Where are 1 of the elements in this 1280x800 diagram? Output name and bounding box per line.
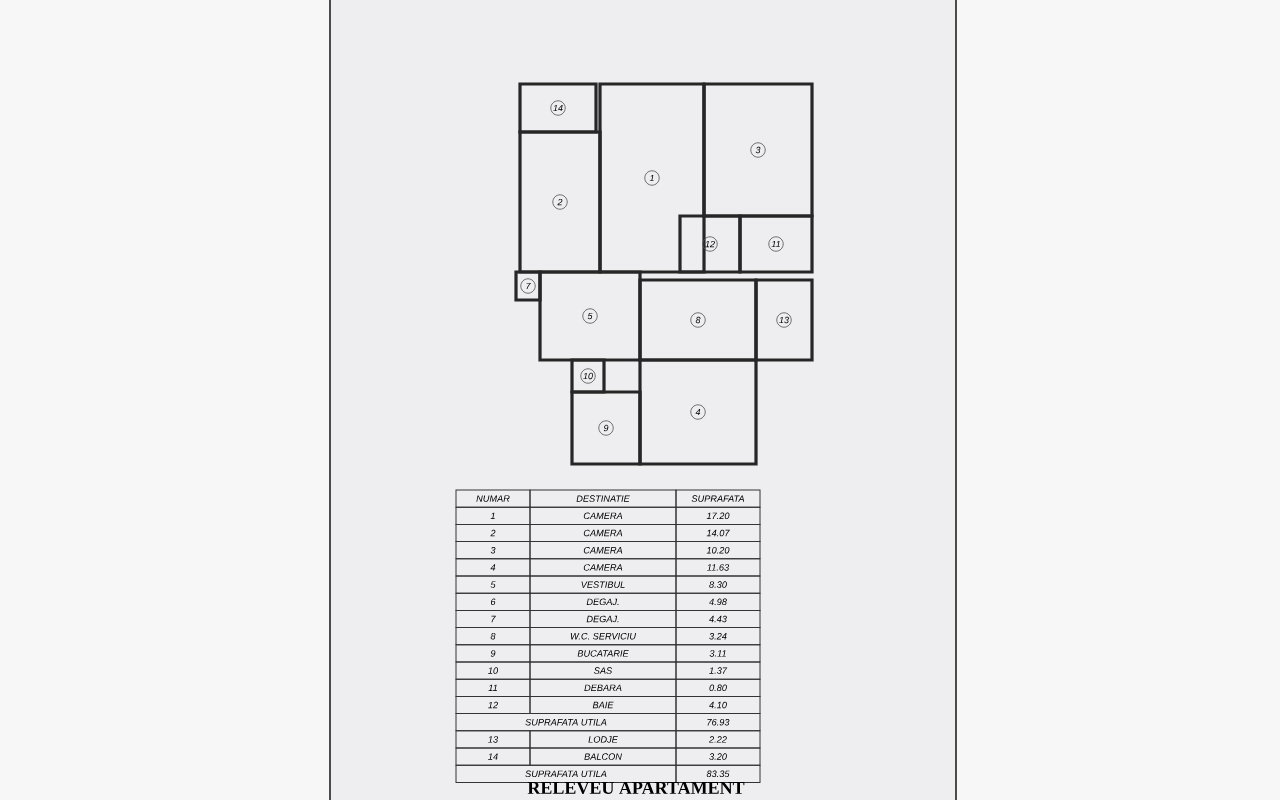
title: RELEVEU APARTAMENT bbox=[527, 781, 745, 795]
